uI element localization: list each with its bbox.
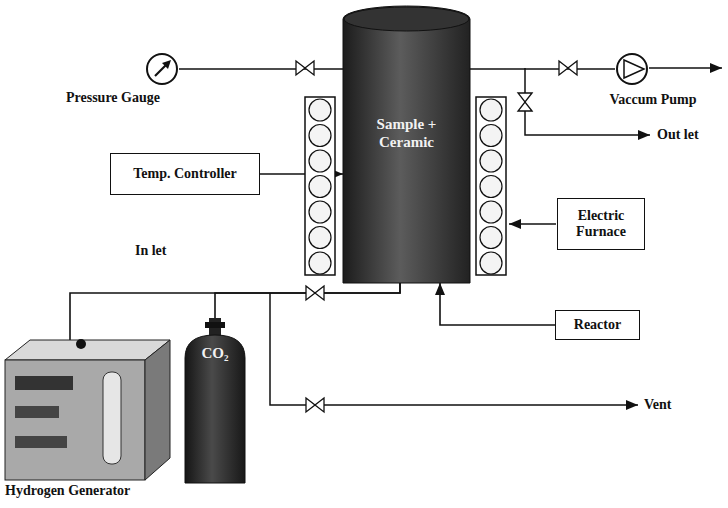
valve-symbol	[518, 93, 532, 111]
valve-half	[306, 286, 315, 300]
pipe-connector	[440, 283, 555, 325]
cyl-node: Sample + Ceramic	[343, 5, 470, 283]
co2-node: CO₂	[185, 318, 245, 483]
gauge-needle-tip	[162, 60, 171, 69]
heater-coil	[480, 150, 502, 172]
gauge-node: Pressure Gauge	[145, 52, 179, 86]
pipe-connector	[179, 68, 343, 70]
exhaust-arrow	[649, 67, 722, 69]
heater-coil	[480, 201, 502, 223]
valve-half	[306, 398, 315, 412]
gen-shape	[5, 340, 170, 480]
heater-coil	[309, 201, 331, 223]
heater-bar	[476, 97, 506, 275]
generator-front	[5, 360, 145, 480]
valve-symbol	[306, 398, 324, 412]
heater-coil	[309, 125, 331, 147]
heater-coil	[309, 150, 331, 172]
pipe-connector	[215, 283, 400, 318]
valve-half	[559, 61, 568, 75]
process-box: Reactor	[555, 310, 640, 340]
flow-label: Out let	[655, 127, 701, 143]
furnace-heater	[305, 97, 335, 275]
valve-half	[518, 102, 532, 111]
process-box: Electric Furnace	[557, 198, 645, 250]
node-label: CO₂	[185, 344, 245, 362]
display-panel	[15, 436, 67, 448]
node-label: Reactor	[570, 317, 625, 333]
pump-node: Vaccum Pump	[615, 52, 649, 86]
heater-coil	[309, 252, 331, 274]
generator-side	[145, 340, 170, 480]
valve-half	[296, 61, 305, 75]
pump-shape	[615, 52, 649, 86]
co2-shape	[185, 318, 245, 483]
valve-half	[305, 61, 314, 75]
valve-symbol	[306, 286, 324, 300]
display-panel	[15, 376, 73, 390]
heater-coil	[480, 125, 502, 147]
heater-coil	[480, 227, 502, 249]
level-tube	[103, 372, 121, 464]
gauge-shape	[145, 52, 179, 86]
valve-half	[315, 398, 324, 412]
flow-label: In let	[133, 243, 169, 259]
node-label: Vaccum Pump	[593, 92, 713, 108]
heater-coil	[480, 176, 502, 198]
heater-coil	[309, 99, 331, 121]
cylinder-valve	[205, 322, 225, 328]
pipe-connector	[470, 68, 615, 70]
heater-coil	[480, 99, 502, 121]
heater-coil	[309, 176, 331, 198]
display-panel	[15, 406, 59, 418]
node-label: Pressure Gauge	[38, 90, 188, 106]
pump-body	[617, 54, 647, 84]
reactor-vessel	[343, 6, 470, 283]
heater-coil	[309, 227, 331, 249]
valve-half	[518, 93, 532, 102]
node-label: Electric Furnace	[558, 208, 644, 240]
gauge-dial	[147, 54, 177, 84]
process-box: Temp. Controller	[110, 153, 260, 195]
leader-arrow	[509, 223, 556, 225]
pump-rotor	[624, 60, 644, 78]
valve-half	[568, 61, 577, 75]
gas-cylinder	[185, 335, 245, 483]
node-label: Temp. Controller	[129, 166, 240, 182]
furnace-heater	[476, 97, 506, 275]
pipe-connector	[70, 283, 400, 340]
heater-coil	[480, 252, 502, 274]
generator-top	[5, 340, 170, 360]
outlet-knob	[76, 339, 86, 349]
heater-bar	[305, 97, 335, 275]
gen-node: Hydrogen Generator	[5, 340, 170, 480]
node-label: Hydrogen Generator	[5, 483, 175, 499]
valve-symbol	[559, 61, 577, 75]
reactor-lid	[344, 7, 469, 31]
valve-symbol	[296, 61, 314, 75]
valve-half	[315, 286, 324, 300]
flow-label: Vent	[642, 397, 674, 413]
node-label: Sample + Ceramic	[365, 115, 448, 151]
